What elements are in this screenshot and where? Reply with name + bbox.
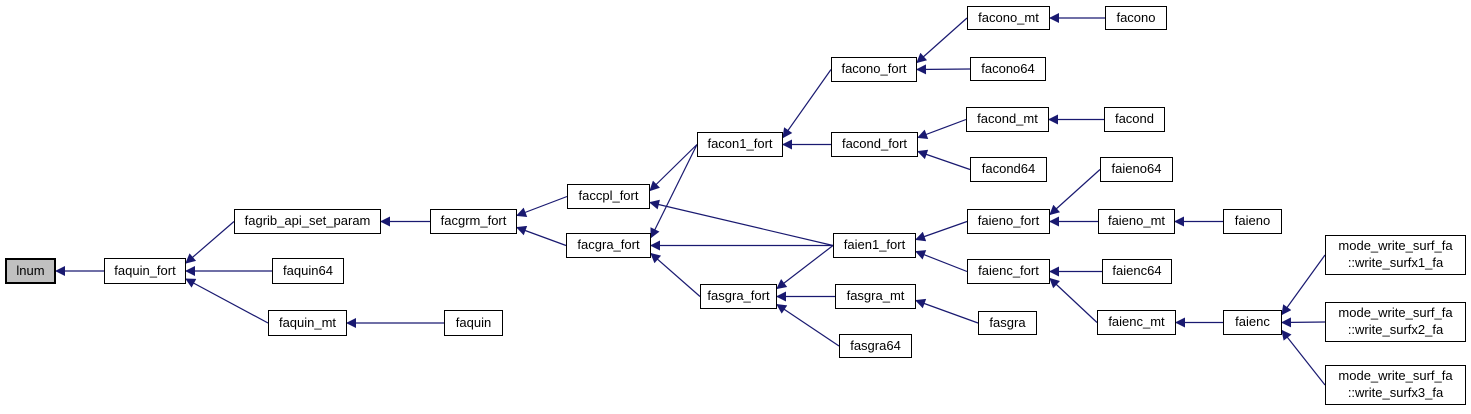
edge-write_surfx1_fa-to-faienc [1281,254,1326,316]
node-label: fasgra64 [850,337,901,353]
node-faieno[interactable]: faieno [1223,209,1282,234]
node-fasgra[interactable]: fasgra [978,311,1037,335]
edge-facono_mt-to-facono_fort [916,17,968,64]
node-faquin64[interactable]: faquin64 [272,258,344,284]
node-facond_fort[interactable]: facond_fort [831,132,918,157]
node-faquin_mt[interactable]: faquin_mt [268,310,347,336]
edge-faquin_mt-to-faquin_fort [185,278,269,324]
node-faieno_mt[interactable]: faieno_mt [1098,209,1175,234]
node-label: ::write_surfx2_fa [1347,322,1444,337]
edge-write_surfx2_fa-to-faienc [1281,317,1326,328]
node-faieno_fort[interactable]: faieno_fort [967,209,1050,234]
node-label: faieno_mt [1107,213,1166,229]
node-label: facond64 [981,161,1036,177]
node-label: mode_write_surf_fa [1338,305,1453,321]
node-label: lnum [16,262,45,278]
edge-faien1_fort-to-faccpl_fort [649,199,834,247]
node-label: mode_write_surf_fa [1338,368,1453,384]
node-faquin[interactable]: faquin [444,310,503,336]
edge-faieno_fort-to-faien1_fort [915,220,968,242]
node-label: faienc64 [1112,263,1162,279]
node-fasgra_mt[interactable]: fasgra_mt [835,284,916,309]
node-label: faieno_fort [977,213,1040,229]
node-label: facond_fort [841,136,908,152]
edge-fasgra-to-fasgra_mt [915,298,979,324]
node-label: faienc_mt [1108,314,1165,330]
edge-fagrib_api_set_param-to-faquin_fort [185,221,235,264]
node-facono_mt[interactable]: facono_mt [967,6,1050,30]
node-label: ::write_surfx1_fa [1347,255,1444,270]
edge-faieno64-to-faieno_fort [1049,169,1101,216]
node-faienc64[interactable]: faienc64 [1102,259,1172,284]
node-facono64[interactable]: facono64 [970,57,1046,81]
node-fasgra_fort[interactable]: fasgra_fort [700,284,777,309]
node-label: faienc_fort [978,263,1039,279]
edge-facond_mt-to-facond_fort [917,118,967,140]
node-label: faquin_fort [114,262,176,278]
edge-facond64-to-facond_fort [917,149,971,171]
node-label: faien1_fort [843,237,906,253]
node-label: facono_mt [978,9,1039,25]
node-faccpl_fort[interactable]: faccpl_fort [567,184,650,209]
edge-facono_fort-to-facon1_fort [782,69,832,139]
node-faienc_fort[interactable]: faienc_fort [967,259,1050,284]
node-label: facono [1116,9,1156,25]
node-facond64[interactable]: facond64 [970,157,1047,182]
node-label: fasgra_fort [707,288,770,304]
edge-facgra_fort-to-facgrm_fort [516,225,567,247]
edge-faccpl_fort-to-facgrm_fort [516,195,568,217]
node-faienc[interactable]: faienc [1223,310,1282,335]
node-facond_mt[interactable]: facond_mt [966,107,1049,132]
node-facono_fort[interactable]: facono_fort [831,57,917,82]
node-label: fagrib_api_set_param [244,213,371,229]
edge-faienc_mt-to-faienc_fort [1049,277,1098,323]
node-write_surfx2_fa[interactable]: mode_write_surf_fa::write_surfx2_fa [1325,302,1466,342]
node-label: mode_write_surf_fa [1338,238,1453,254]
edge-fasgra_fort-to-facgra_fort [650,252,701,297]
node-facgra_fort[interactable]: facgra_fort [566,233,651,258]
node-write_surfx3_fa[interactable]: mode_write_surf_fa::write_surfx3_fa [1325,365,1466,405]
node-label: facon1_fort [707,136,773,152]
node-faieno64[interactable]: faieno64 [1100,157,1173,182]
node-label: faieno64 [1111,161,1162,177]
node-label: facono_fort [841,61,907,77]
node-label: facgrm_fort [440,213,507,229]
node-fasgra64[interactable]: fasgra64 [839,334,912,358]
edge-fasgra64-to-fasgra_fort [776,303,840,347]
node-label: faieno [1234,213,1271,229]
node-faienc_mt[interactable]: faienc_mt [1097,310,1176,335]
node-label: ::write_surfx3_fa [1347,385,1444,400]
node-facono[interactable]: facono [1105,6,1167,30]
node-facond[interactable]: facond [1104,107,1165,132]
node-label: facgra_fort [577,237,640,253]
edge-faien1_fort-to-fasgra_fort [776,245,834,290]
node-faien1_fort[interactable]: faien1_fort [833,233,916,258]
node-label: facono64 [981,60,1035,76]
node-label: facond_mt [977,111,1038,127]
node-label: faquin [455,314,492,330]
node-label: faienc [1235,314,1270,330]
edge-faienc_fort-to-faien1_fort [915,250,968,273]
node-label: faquin64 [283,262,333,278]
node-label: faccpl_fort [578,188,639,204]
node-facon1_fort[interactable]: facon1_fort [697,132,783,157]
edge-facon1_fort-to-faccpl_fort [649,144,698,192]
node-label: faquin_mt [278,314,337,330]
node-write_surfx1_fa[interactable]: mode_write_surf_fa::write_surfx1_fa [1325,235,1466,275]
edge-facono64-to-facono_fort [916,64,971,75]
node-facgrm_fort[interactable]: facgrm_fort [430,209,517,234]
node-label: fasgra [989,314,1026,330]
node-label: facond [1114,111,1155,127]
edge-facon1_fort-to-facgra_fort [650,144,698,239]
node-label: fasgra_mt [846,288,905,304]
node-fagrib_api_set_param[interactable]: fagrib_api_set_param [234,209,381,234]
edge-write_surfx3_fa-to-faienc [1281,329,1326,386]
node-lnum: lnum [5,258,56,284]
node-faquin_fort[interactable]: faquin_fort [104,258,186,284]
